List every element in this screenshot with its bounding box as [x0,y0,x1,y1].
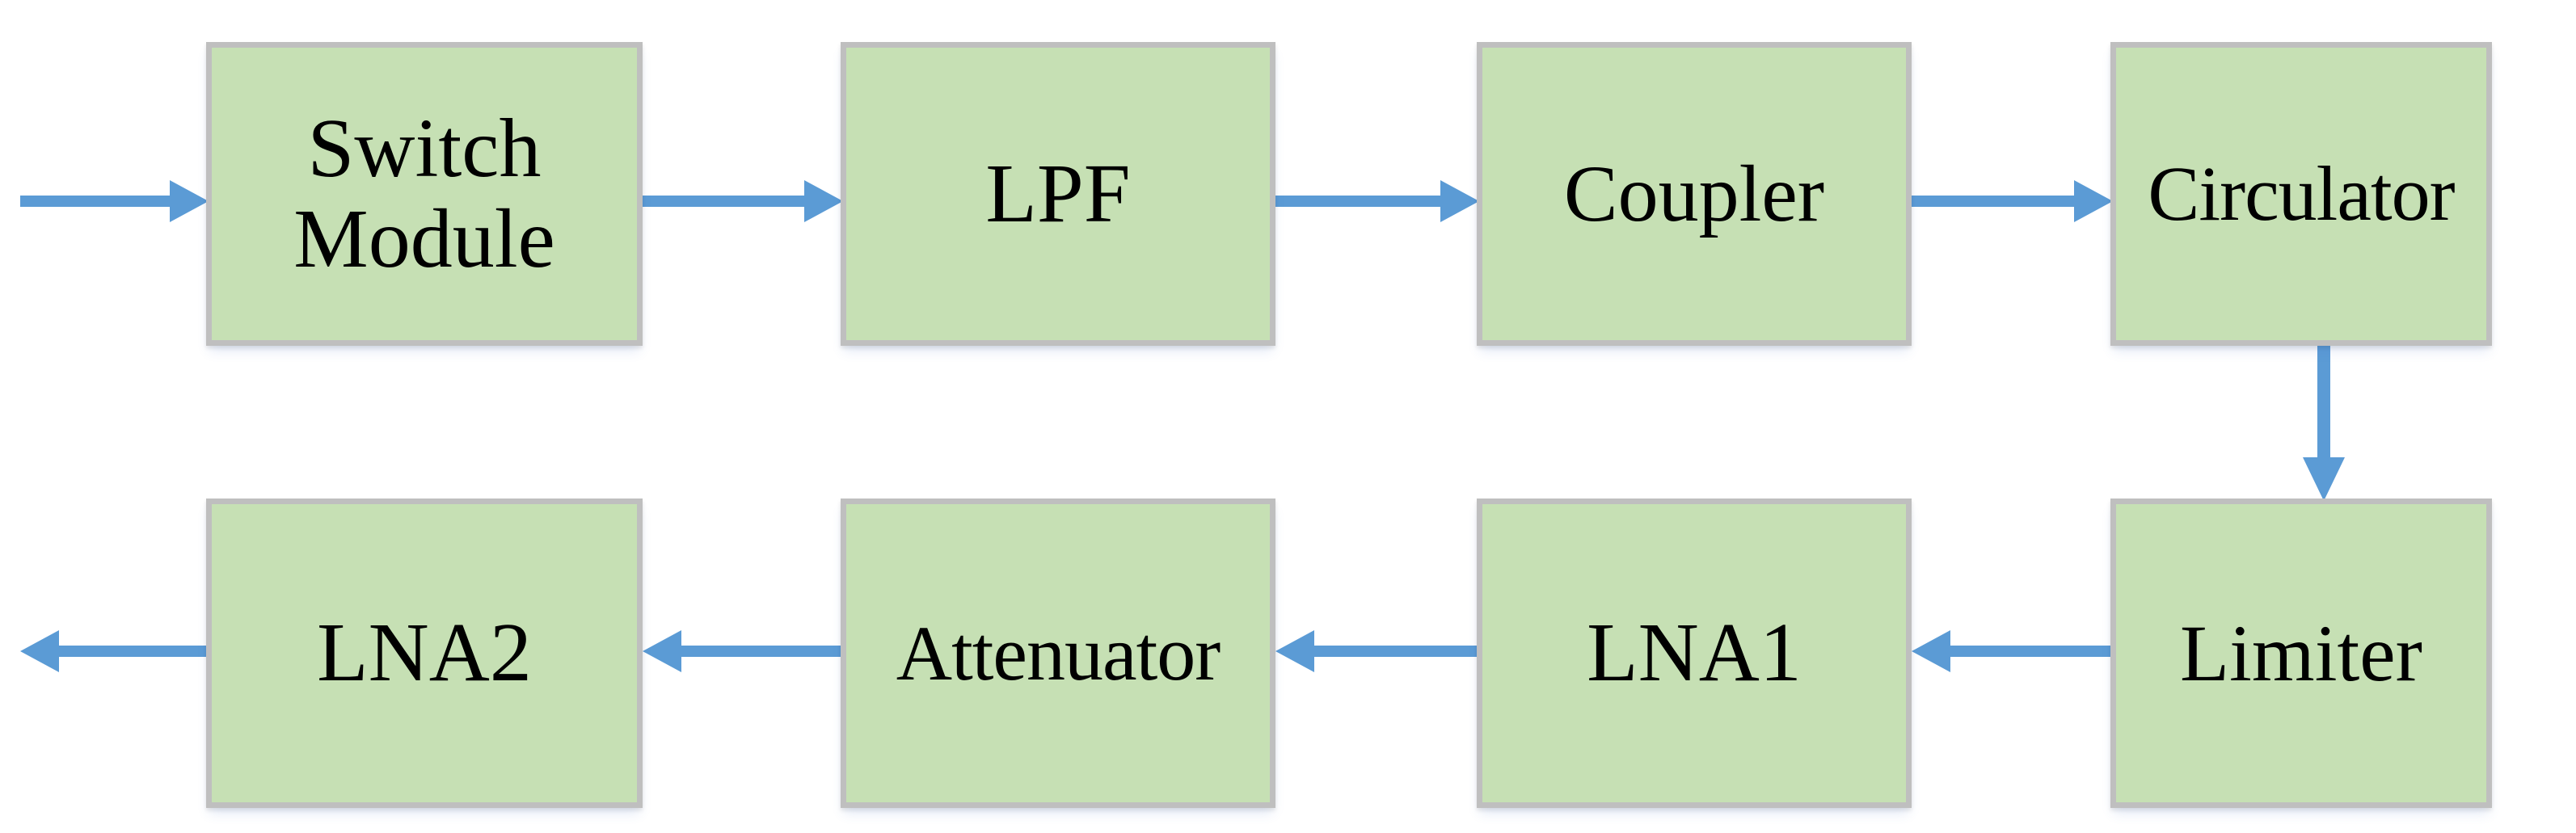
block-circulator[interactable]: Circulator [2110,42,2492,346]
connector-lna1-to-attenuator [1275,630,1479,672]
connector-switch-to-lpf [643,180,843,222]
block-attenuator-label: Attenuator [896,609,1221,696]
block-attenuator[interactable]: Attenuator [841,499,1275,808]
block-lpf-label: LPF [985,146,1131,240]
block-switch-module[interactable]: Switch Module [206,42,643,346]
connector-circulator-to-limiter [2303,343,2345,501]
connector-attenuator-to-lna2 [643,630,843,672]
block-switch-module-label: Switch Module [293,101,555,285]
block-lna2[interactable]: LNA2 [206,499,643,808]
connector-input-to-switch [20,180,209,222]
connector-lna2-to-output [20,630,209,672]
connector-lpf-to-coupler [1275,180,1479,222]
block-lpf[interactable]: LPF [841,42,1275,346]
block-coupler-label: Coupler [1563,149,1825,238]
connector-limiter-to-lna1 [1912,630,2113,672]
block-limiter[interactable]: Limiter [2110,499,2492,808]
block-circulator-label: Circulator [2148,150,2455,238]
connector-coupler-to-circulator [1912,180,2113,222]
block-lna1[interactable]: LNA1 [1477,499,1912,808]
block-lna1-label: LNA1 [1587,606,1802,700]
block-lna2-label: LNA2 [317,606,532,700]
block-coupler[interactable]: Coupler [1477,42,1912,346]
block-limiter-label: Limiter [2180,608,2422,698]
